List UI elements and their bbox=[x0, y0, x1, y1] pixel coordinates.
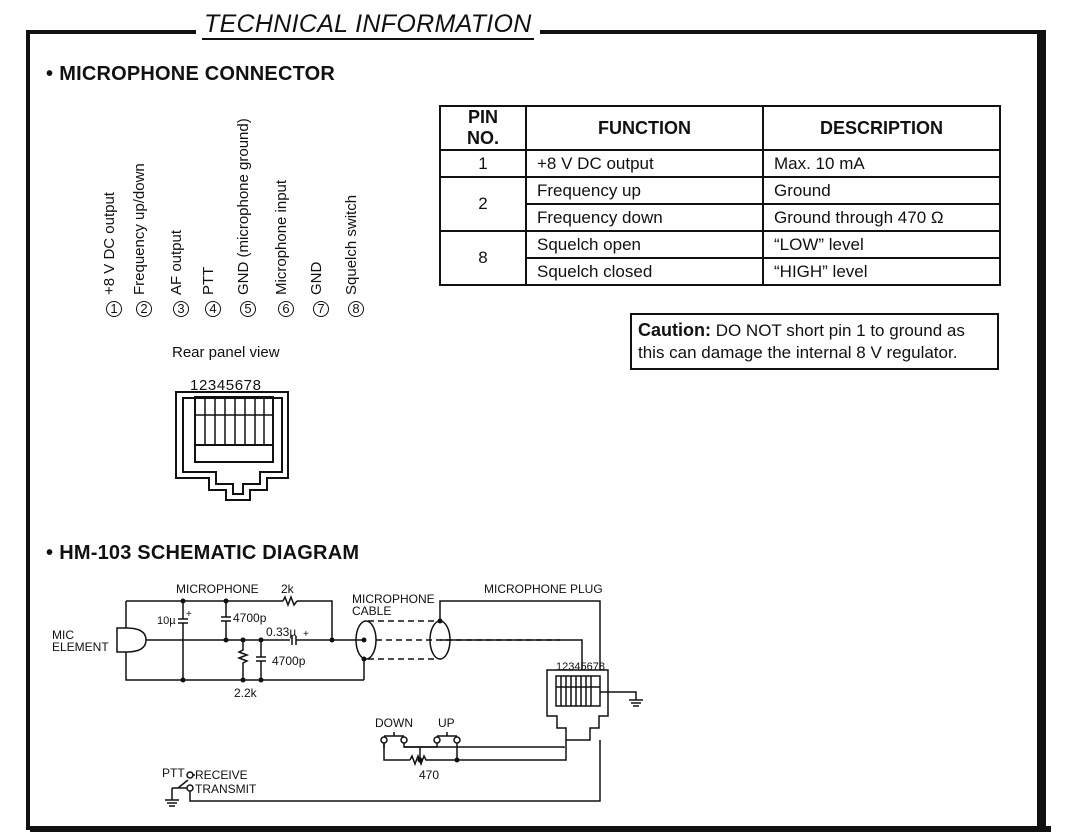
label-mic-cable-1: MICROPHONE bbox=[352, 592, 435, 606]
table-header-row: PIN NO. FUNCTION DESCRIPTION bbox=[439, 105, 1001, 151]
label-plug-digits: 12345678 bbox=[556, 661, 605, 673]
table-cell-pin: 1 bbox=[439, 149, 527, 178]
label-plus-10u: + bbox=[186, 609, 192, 620]
rear-panel-label: Rear panel view bbox=[172, 344, 280, 361]
label-mic-element-2: ELEMENT bbox=[52, 640, 109, 654]
table-cell-description: Ground bbox=[762, 176, 1001, 205]
table-row: 1 +8 V DC output Max. 10 mA bbox=[439, 149, 1001, 178]
table-row: Frequency down Ground through 470 Ω bbox=[440, 203, 1001, 232]
label-plus-033u: + bbox=[303, 629, 309, 640]
label-microphone: MICROPHONE bbox=[176, 582, 259, 596]
label-mic-element-1: MIC bbox=[52, 628, 74, 642]
table-cell-description: “HIGH” level bbox=[762, 257, 1001, 286]
label-down: DOWN bbox=[375, 716, 413, 730]
caution-text: DO NOT short pin 1 to ground as this can… bbox=[638, 321, 965, 362]
pin-number-3: 3 bbox=[173, 301, 189, 317]
pin-number-8: 8 bbox=[348, 301, 364, 317]
table-row: 8 Squelch open “LOW” level bbox=[439, 230, 1001, 286]
col-header-description: DESCRIPTION bbox=[762, 105, 1001, 151]
pin-table: PIN NO. FUNCTION DESCRIPTION 1 +8 V DC o… bbox=[439, 105, 1001, 286]
pin-number-7: 7 bbox=[313, 301, 329, 317]
frame-shadow bbox=[30, 826, 1051, 832]
label-mic-plug: MICROPHONE PLUG bbox=[484, 582, 603, 596]
label-c-033u: 0.33µ bbox=[266, 625, 297, 639]
caution-box: Caution: DO NOT short pin 1 to ground as… bbox=[630, 313, 999, 370]
pin-number-2: 2 bbox=[136, 301, 152, 317]
schematic-nodes bbox=[180, 598, 460, 763]
table-cell-function: Frequency up bbox=[525, 176, 764, 205]
table-cell-description: “LOW” level bbox=[762, 230, 1001, 259]
label-up: UP bbox=[438, 716, 455, 730]
label-r-2k: 2k bbox=[281, 582, 294, 596]
caution-lead: Caution: bbox=[638, 320, 711, 340]
table-cell-function: Frequency down bbox=[525, 203, 764, 232]
pin-number-4: 4 bbox=[205, 301, 221, 317]
label-mic-cable-2: CABLE bbox=[352, 604, 392, 618]
table-cell-description: Ground through 470 Ω bbox=[762, 203, 1001, 232]
label-c-4700p-b: 4700p bbox=[272, 654, 306, 668]
label-c-4700p-a: 4700p bbox=[233, 611, 267, 625]
connector-rear-view bbox=[175, 391, 289, 501]
switch-contacts bbox=[186, 736, 461, 792]
label-ptt: PTT bbox=[162, 766, 185, 780]
schematic-wiring bbox=[116, 594, 643, 807]
table-cell-description: Max. 10 mA bbox=[762, 149, 1001, 178]
col-header-pin: PIN NO. bbox=[439, 105, 527, 151]
rear-panel-digits: 12345678 bbox=[190, 377, 262, 394]
label-r-470: 470 bbox=[419, 768, 440, 782]
label-transmit: TRANSMIT bbox=[195, 782, 257, 796]
page-title: TECHNICAL INFORMATION bbox=[196, 10, 540, 40]
table-cell-function: +8 V DC output bbox=[525, 149, 764, 178]
table-row: 2 Frequency up Ground bbox=[439, 176, 1001, 232]
table-row: Squelch closed “HIGH” level bbox=[440, 257, 1001, 286]
table-cell-function: Squelch open bbox=[525, 230, 764, 259]
label-r-22k: 2.2k bbox=[234, 686, 257, 700]
col-header-function: FUNCTION bbox=[525, 105, 764, 151]
label-c-10u: 10µ bbox=[157, 615, 176, 627]
schematic-section-title: •HM-103 SCHEMATIC DIAGRAM bbox=[46, 542, 360, 564]
pin-number-1: 1 bbox=[106, 301, 122, 317]
pin-number-6: 6 bbox=[278, 301, 294, 317]
table-cell-pin: 8 bbox=[439, 230, 527, 286]
connector-section-title: •MICROPHONE CONNECTOR bbox=[46, 63, 336, 85]
table-cell-pin: 2 bbox=[439, 176, 527, 232]
pin-number-5: 5 bbox=[240, 301, 256, 317]
table-cell-function: Squelch closed bbox=[525, 257, 764, 286]
label-receive: RECEIVE bbox=[195, 768, 248, 782]
